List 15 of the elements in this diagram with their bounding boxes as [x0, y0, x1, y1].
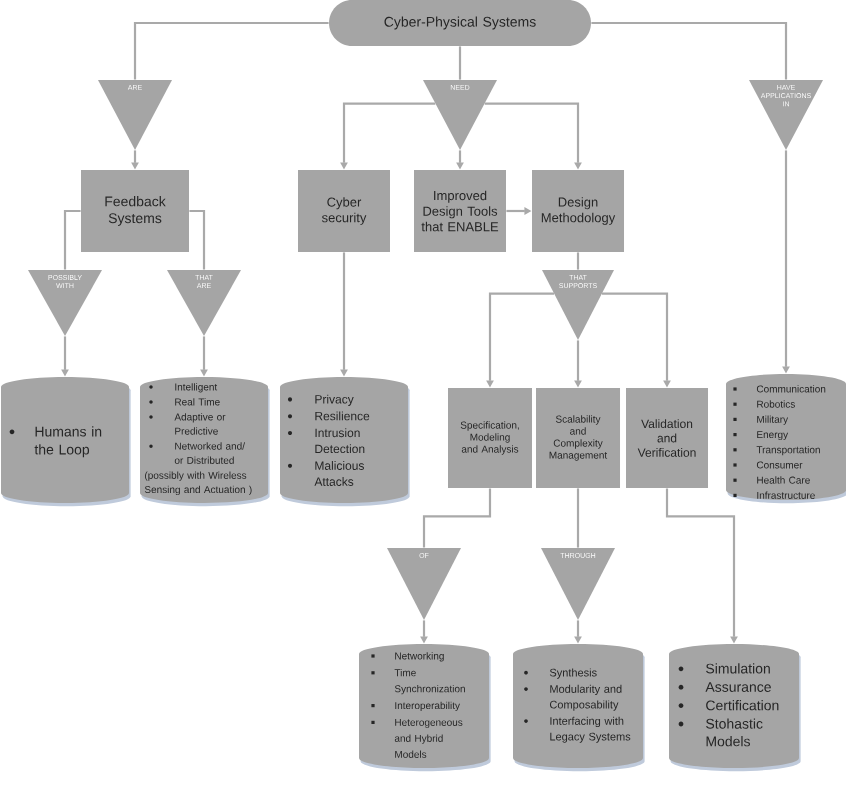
connector-line: [458, 46, 462, 80]
connector-line: [576, 488, 580, 548]
connector-line: [591, 21, 788, 80]
cylinder: [1, 377, 131, 507]
cylinder: [669, 644, 801, 772]
cylinder: [359, 644, 491, 772]
cylinder: [513, 644, 645, 772]
connector-line: [422, 488, 492, 548]
connector-line: [576, 252, 580, 270]
cylinder: [726, 374, 846, 504]
cylinder: [140, 377, 270, 507]
cylinder: [280, 377, 410, 507]
connector-line: [189, 209, 206, 270]
connector-line: [133, 21, 329, 80]
connector-line: [63, 209, 81, 270]
